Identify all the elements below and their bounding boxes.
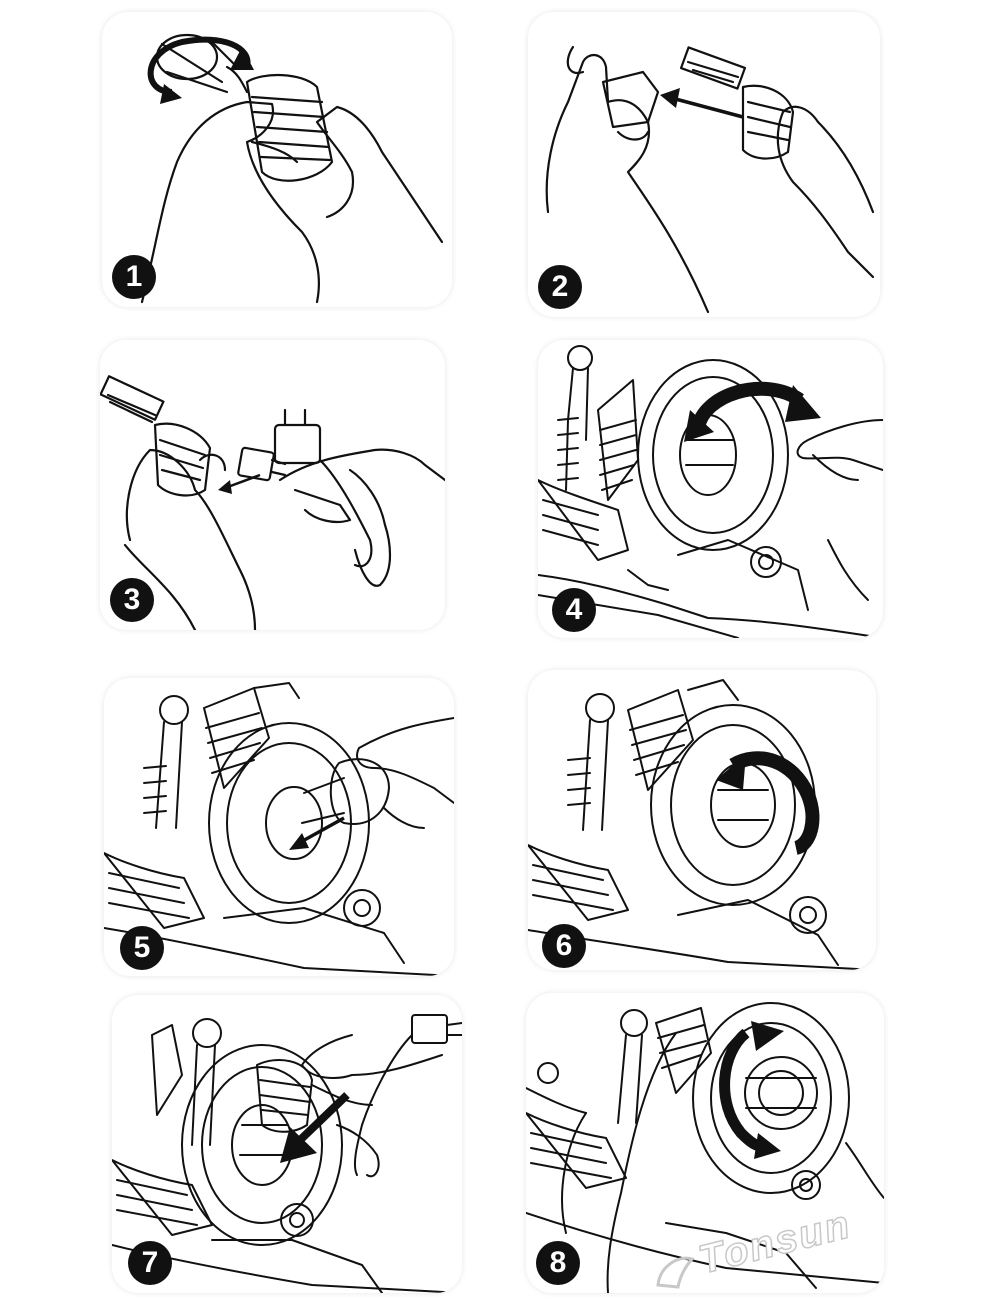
direction-arrowhead bbox=[660, 88, 680, 108]
step-panel-4: 4 bbox=[538, 340, 883, 638]
step-number-7: 7 bbox=[128, 1241, 172, 1285]
step-panel-5: 5 bbox=[104, 678, 454, 976]
bulb-socket-ring bbox=[208, 722, 370, 924]
wire bbox=[318, 458, 373, 568]
led-heatsink bbox=[153, 422, 212, 497]
hand bbox=[356, 717, 454, 804]
right-hand bbox=[776, 105, 875, 279]
wire-connector bbox=[273, 423, 322, 465]
hand bbox=[796, 419, 883, 471]
step-panel-6: 6 bbox=[528, 670, 876, 970]
rotate-arrowhead bbox=[716, 754, 746, 790]
step-2-illustration bbox=[545, 45, 875, 314]
step-panel-1: 1 bbox=[102, 12, 452, 307]
step-7-illustration bbox=[112, 1014, 462, 1293]
step-number-6: 6 bbox=[542, 924, 586, 968]
headlight-housing bbox=[538, 574, 883, 638]
led-bulb bbox=[744, 1056, 818, 1130]
step-5-illustration bbox=[104, 682, 454, 976]
step-panel-8: 8 bbox=[526, 993, 884, 1293]
step-panel-7: 7 bbox=[112, 995, 462, 1293]
step-number-4: 4 bbox=[552, 588, 596, 632]
step-number-2: 2 bbox=[538, 265, 582, 309]
rotate-arrow bbox=[691, 381, 804, 430]
step-1-illustration bbox=[140, 33, 444, 304]
rotate-arrowhead bbox=[230, 47, 254, 70]
step-number-1: 1 bbox=[112, 255, 156, 299]
bulb-socket-ring bbox=[692, 1002, 850, 1194]
led-bulb bbox=[100, 375, 165, 421]
bulb-base bbox=[245, 73, 334, 182]
wire bbox=[353, 1034, 413, 1176]
bulb-socket-ring bbox=[650, 704, 816, 906]
bulb-in-hand bbox=[329, 758, 390, 825]
direction-arrowhead bbox=[218, 480, 232, 494]
right-hand bbox=[278, 448, 445, 482]
step-6-illustration bbox=[528, 679, 876, 970]
left-hand bbox=[125, 448, 257, 630]
rotate-arrow bbox=[729, 751, 820, 855]
step-8-illustration bbox=[526, 1002, 884, 1293]
bulb-socket-ring bbox=[181, 1044, 343, 1246]
hand bbox=[301, 1034, 443, 1079]
bulb-socket-ring bbox=[637, 359, 789, 551]
watermark-logo-icon bbox=[656, 1256, 695, 1289]
wire-connector bbox=[411, 1014, 448, 1044]
led-bulb bbox=[679, 46, 747, 90]
step-3-illustration bbox=[100, 375, 445, 630]
left-hand bbox=[140, 100, 320, 304]
left-hand bbox=[545, 54, 710, 314]
led-heatsink bbox=[741, 84, 795, 160]
step-number-5: 5 bbox=[120, 926, 164, 970]
watermark: Tonsun bbox=[650, 1201, 920, 1295]
direction-arrowhead bbox=[280, 1127, 317, 1163]
rotate-arrowhead bbox=[751, 1021, 784, 1051]
direction-arrowhead bbox=[289, 833, 309, 850]
step-panel-2: 2 bbox=[528, 12, 880, 317]
rotate-arrowhead bbox=[785, 385, 821, 422]
step-number-3: 3 bbox=[110, 578, 154, 622]
right-hand bbox=[315, 105, 444, 244]
step-panel-3: 3 bbox=[100, 340, 445, 630]
step-4-illustration bbox=[538, 345, 883, 638]
step-number-8: 8 bbox=[536, 1241, 580, 1285]
wire bbox=[606, 1032, 677, 1293]
